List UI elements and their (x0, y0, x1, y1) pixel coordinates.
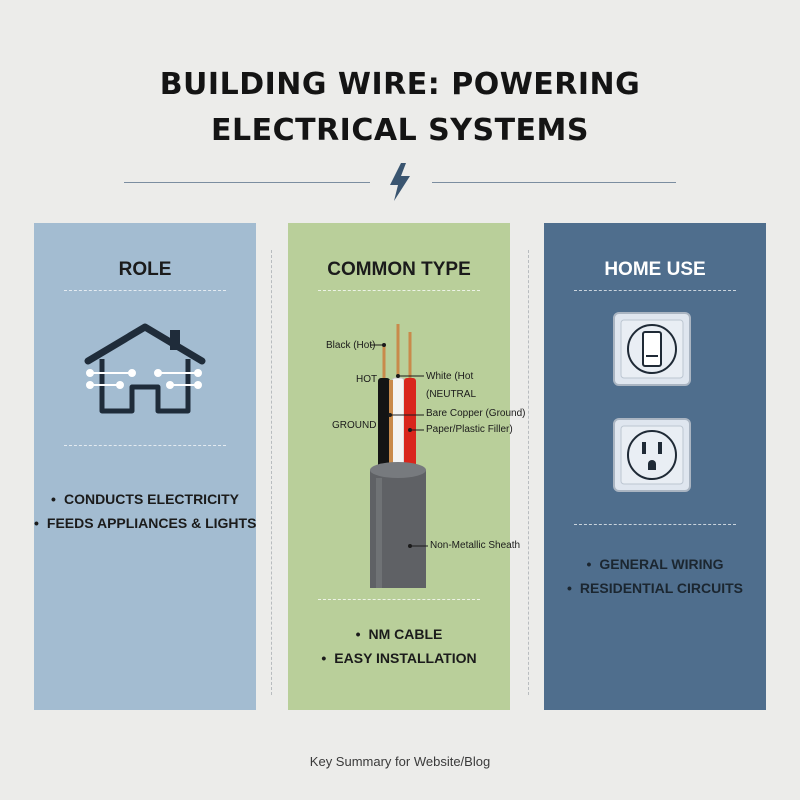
label-ground: GROUND (332, 420, 377, 431)
title-line-2: ELECTRICAL SYSTEMS (211, 113, 589, 148)
house-circuit-icon (84, 323, 206, 414)
title-line-1: BUILDING WIRE: POWERING (159, 67, 641, 102)
common-type-panel: COMMON TYPE Black (Hot) HOT GROUND White… (288, 223, 526, 710)
list-item: CONDUCTS ELECTRICITY (34, 487, 256, 511)
home-divider-top (574, 290, 736, 291)
title-divider-right (432, 182, 676, 183)
column-separator-1 (271, 250, 272, 695)
list-item: RESIDENTIAL CIRCUITS (544, 576, 766, 600)
type-bullets: NM CABLE EASY INSTALLATION (288, 622, 510, 670)
role-title: ROLE (118, 259, 172, 280)
label-neutral: (NEUTRAL (426, 389, 477, 400)
common-type-title: COMMON TYPE (327, 259, 471, 280)
list-item: FEEDS APPLIANCES & LIGHTS (34, 511, 257, 535)
footer-caption: Key Summary for Website/Blog (309, 754, 491, 769)
list-item: GENERAL WIRING (544, 552, 766, 576)
power-outlet-icon (613, 418, 691, 492)
light-switch-icon (613, 312, 691, 386)
label-filler: Paper/Plastic Filler) (426, 424, 513, 435)
lightning-bolt-icon (390, 163, 410, 201)
home-divider-bottom (574, 524, 736, 525)
label-black-hot: Black (Hot) (326, 340, 376, 351)
nm-cable-icon (370, 324, 428, 588)
role-divider-top (64, 290, 226, 291)
role-divider-bottom (64, 445, 226, 446)
title-divider-left (124, 182, 370, 183)
label-bare-copper: Bare Copper (Ground) (426, 408, 526, 419)
role-panel: ROLE CONDUCTS ELECTRICITY FEEDS APPLIANC… (34, 223, 256, 710)
column-separator-2 (528, 250, 529, 695)
label-hot: HOT (356, 374, 378, 385)
type-divider-top (318, 290, 480, 291)
label-white-hot: White (Hot (426, 371, 474, 382)
type-divider-bottom (318, 599, 480, 600)
label-sheath: Non-Metallic Sheath (430, 540, 521, 551)
list-item: EASY INSTALLATION (288, 646, 510, 670)
home-use-title: HOME USE (604, 259, 706, 280)
home-use-panel: HOME USE GENERAL WIRING RESIDENTIAL CIRC… (544, 223, 766, 710)
home-bullets: GENERAL WIRING RESIDENTIAL CIRCUITS (544, 552, 766, 600)
page-title: BUILDING WIRE: POWERING ELECTRICAL SYSTE… (0, 62, 800, 154)
role-bullets: CONDUCTS ELECTRICITY FEEDS APPLIANCES & … (34, 487, 257, 535)
list-item: NM CABLE (288, 622, 510, 646)
